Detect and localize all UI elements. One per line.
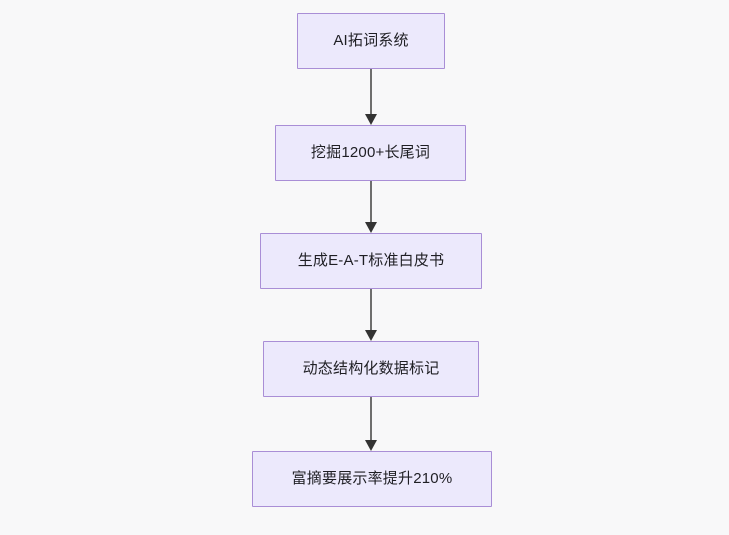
flow-edge-3 — [365, 289, 377, 341]
arrowhead-icon — [365, 222, 377, 233]
arrowhead-icon — [365, 114, 377, 125]
flow-edge-2 — [365, 181, 377, 233]
flow-node-rich-snippet-impression-uplift[interactable]: 富摘要展示率提升210% — [252, 451, 492, 507]
flow-node-label: AI拓词系统 — [333, 32, 409, 49]
flow-node-label: 富摘要展示率提升210% — [291, 470, 453, 487]
flow-node-label: 生成E-A-T标准白皮书 — [297, 252, 445, 269]
flow-edge-1 — [365, 69, 377, 125]
flow-edge-4 — [365, 397, 377, 451]
arrowhead-icon — [365, 440, 377, 451]
flow-node-label: 动态结构化数据标记 — [302, 360, 440, 377]
flow-node-dynamic-structured-data-markup[interactable]: 动态结构化数据标记 — [263, 341, 479, 397]
flow-node-mine-longtail-keywords[interactable]: 挖掘1200+长尾词 — [275, 125, 466, 181]
flow-node-generate-eat-whitepaper[interactable]: 生成E-A-T标准白皮书 — [260, 233, 482, 289]
flow-node-label: 挖掘1200+长尾词 — [310, 144, 431, 161]
flow-node-ai-expansion-system[interactable]: AI拓词系统 — [297, 13, 445, 69]
arrowhead-icon — [365, 330, 377, 341]
